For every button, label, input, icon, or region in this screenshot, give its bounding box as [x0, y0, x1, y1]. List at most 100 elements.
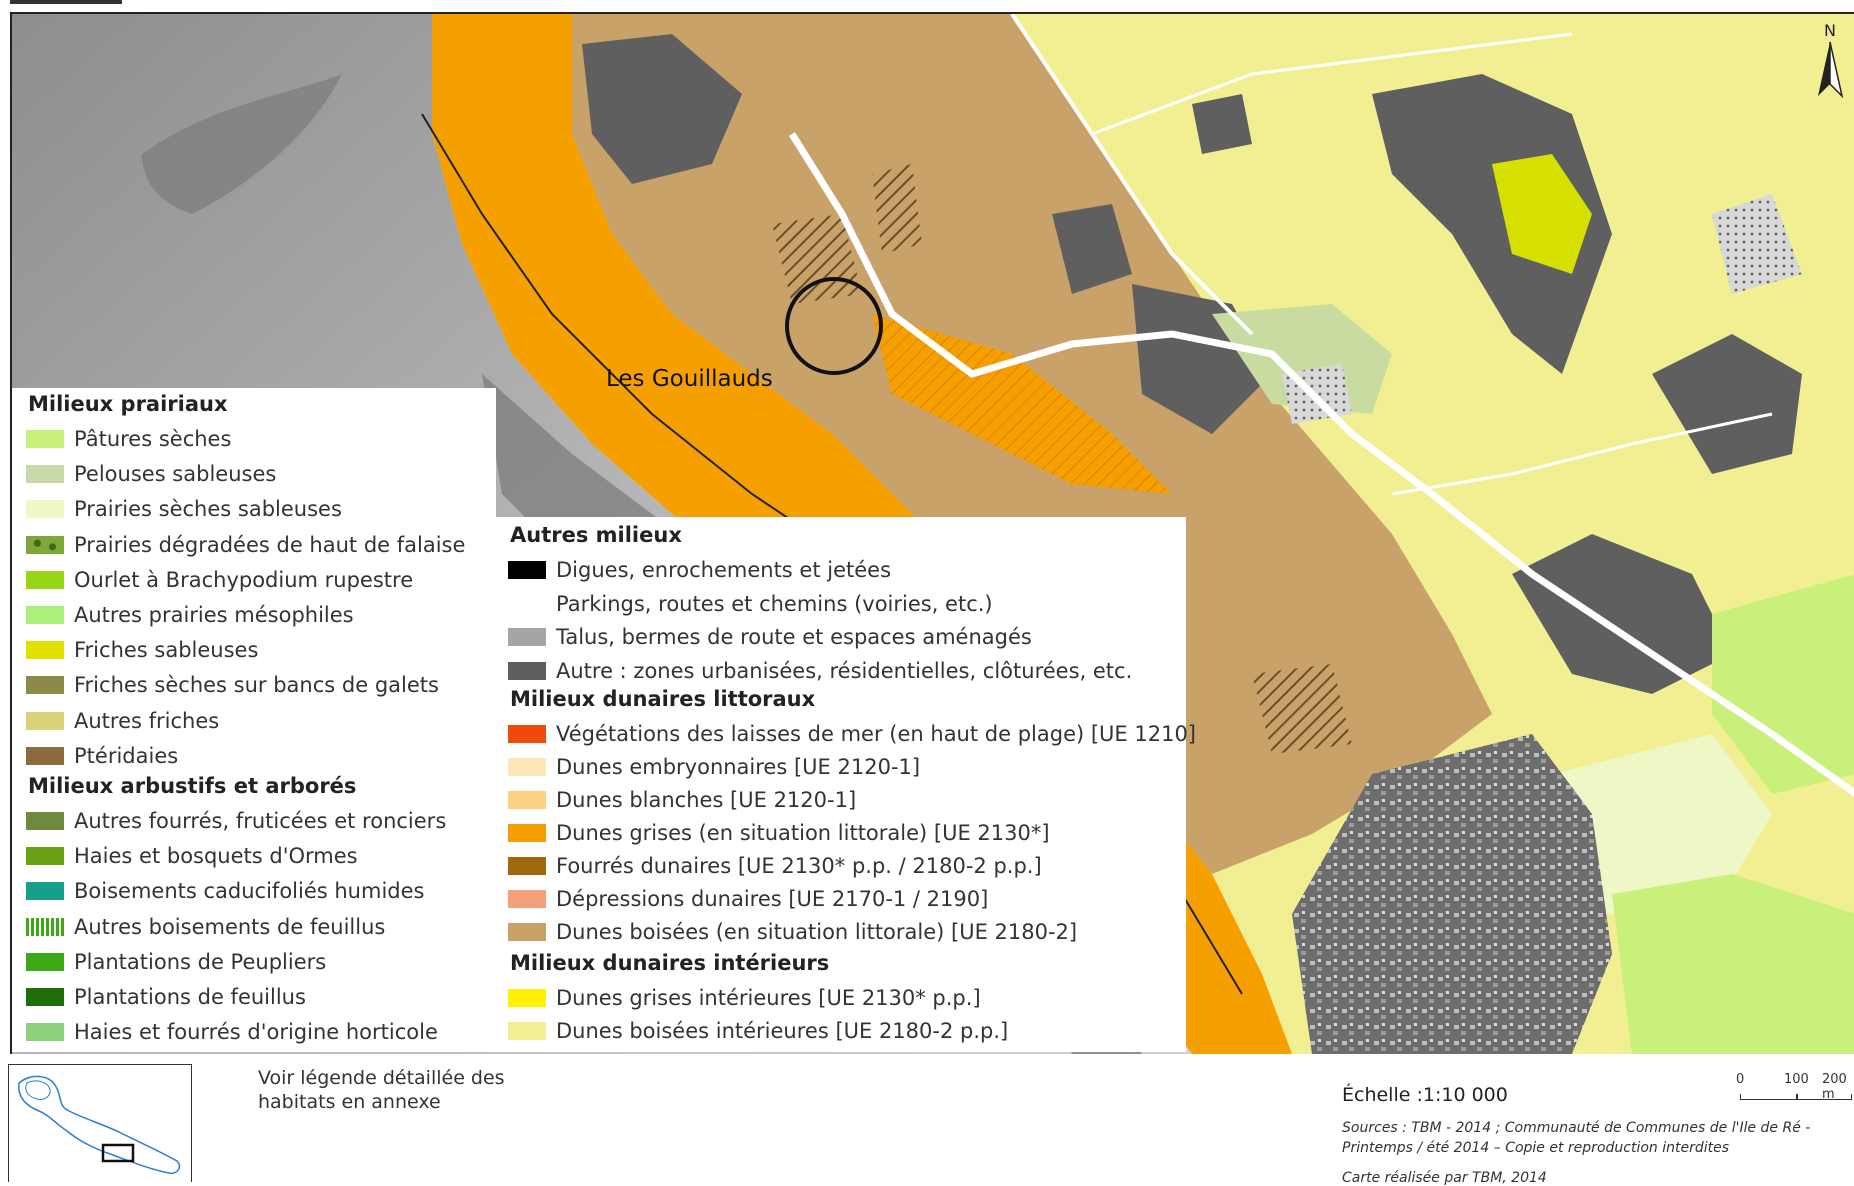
legend-swatch — [508, 791, 546, 809]
legend-item-label: Autres prairies mésophiles — [74, 603, 354, 627]
legend-swatch — [26, 847, 64, 866]
legend-swatch — [26, 917, 64, 936]
legend-item-label: Dunes embryonnaires [UE 2120-1] — [556, 755, 921, 779]
legend-item: Pelouses sableuses — [26, 459, 276, 489]
legend-item: Végétations des laisses de mer (en haut … — [508, 719, 1196, 749]
legend-item: Dunes boisées intérieures [UE 2180-2 p.p… — [508, 1016, 1008, 1046]
legend-swatch — [508, 890, 546, 908]
legend-item: Haies et fourrés d'origine horticole — [26, 1017, 438, 1047]
credit-text: Carte réalisée par TBM, 2014 — [1342, 1170, 1547, 1186]
road-2 — [1010, 14, 1254, 336]
legend-swatch — [508, 725, 546, 743]
dry-meadow-patch — [1552, 734, 1772, 914]
road-4 — [1391, 412, 1773, 496]
legend-heading-dunaires-interieurs: Milieux dunaires intérieurs — [510, 951, 830, 975]
legend-item: Digues, enrochements et jetées — [508, 555, 891, 585]
legend-item: Autres friches — [26, 706, 219, 736]
legend-swatch — [26, 746, 64, 765]
legend-swatch — [26, 641, 64, 660]
legend-swatch — [26, 500, 64, 519]
town-area — [1292, 734, 1612, 1054]
legend-item: Talus, bermes de route et espaces aménag… — [508, 622, 1032, 652]
inset-locator-map[interactable] — [8, 1064, 192, 1182]
legend-swatch — [508, 628, 546, 647]
island-inlet — [25, 1080, 51, 1100]
legend-swatch — [26, 535, 64, 554]
sand-bank — [142, 74, 342, 214]
legend-item-label: Dunes grises intérieures [UE 2130* p.p.] — [556, 986, 981, 1010]
legend-item-label: Autre : zones urbanisées, résidentielles… — [556, 658, 1133, 683]
legend-swatch — [508, 989, 546, 1007]
corner-mark — [10, 0, 122, 4]
sources-line-1: Sources : TBM - 2014 ; Communauté de Com… — [1342, 1120, 1811, 1136]
legend-heading-prairial: Milieux prairiaux — [28, 392, 228, 416]
legend-swatch — [508, 661, 546, 680]
legend-item-label: Haies et bosquets d'Ormes — [74, 844, 358, 869]
legend-heading-autres: Autres milieux — [510, 523, 682, 547]
legend-item: Parkings, routes et chemins (voiries, et… — [508, 589, 993, 619]
scale-tick-100: 100 — [1784, 1072, 1809, 1087]
legend-swatch — [26, 676, 64, 695]
legend-item-label: Ourlet à Brachypodium rupestre — [74, 567, 414, 592]
legend-heading-arbustif: Milieux arbustifs et arborés — [28, 774, 357, 798]
legend-right: Autres milieux Digues, enrochements et j… — [496, 517, 1196, 1052]
legend-item-label: Plantations de Peupliers — [74, 949, 327, 974]
legend-swatch — [508, 857, 546, 875]
legend-item-label: Dunes boisées (en situation littorale) [… — [556, 920, 1078, 944]
legend-swatch — [26, 952, 64, 971]
sources-line-2: Printemps / été 2014 – Copie et reproduc… — [1342, 1140, 1730, 1156]
legend-swatch — [26, 882, 64, 901]
legend-swatch — [26, 711, 64, 730]
legend-item-label: Autres boisements de feuillus — [74, 914, 386, 939]
legend-item: Ptéridaies — [26, 741, 178, 771]
legend-swatch — [26, 465, 64, 484]
legend-item: Autres boisements de feuillus — [26, 912, 385, 942]
pasture-patch — [1712, 574, 1854, 794]
sources-text: Sources : TBM - 2014 ; Communauté de Com… — [1342, 1118, 1810, 1158]
scale-tick-0: 0 — [1736, 1072, 1745, 1087]
hatched-patch-3 — [1252, 664, 1352, 754]
main-road — [789, 132, 1854, 797]
urban-patch-3 — [1512, 534, 1732, 694]
legend-item-label: Autres fourrés, fruticées et ronciers — [74, 809, 447, 833]
legend-swatch — [26, 606, 64, 624]
legend-item-label: Friches sableuses — [74, 638, 259, 663]
legend-item: Autre : zones urbanisées, résidentielles… — [508, 656, 1132, 686]
legend-item-label: Prairies sèches sableuses — [74, 497, 342, 522]
legend-item-label: Dépressions dunaires [UE 2170-1 / 2190] — [556, 887, 989, 911]
legend-item-label: Friches sèches sur bancs de galets — [74, 673, 439, 698]
legend-item-label: Autres friches — [74, 708, 220, 733]
legend-item-label: Parkings, routes et chemins (voiries, et… — [556, 591, 993, 616]
north-label: N — [1824, 21, 1836, 40]
legend-item: Pâtures sèches — [26, 424, 231, 454]
legend-item-label: Boisements caducifoliés humides — [74, 879, 425, 904]
legend-item-label: Végétations des laisses de mer (en haut … — [556, 722, 1196, 746]
legend-heading-dunaires-littoraux: Milieux dunaires littoraux — [510, 687, 816, 711]
road-3 — [1091, 32, 1573, 136]
scale-bar: 0 100 200 m — [1736, 1072, 1854, 1106]
location-circle[interactable] — [785, 277, 883, 375]
legend-item-label: Fourrés dunaires [UE 2130* p.p. / 2180-2… — [556, 854, 1042, 878]
legend-item: Plantations de feuillus — [26, 982, 306, 1012]
legend-swatch — [508, 923, 546, 941]
legend-item-label: Pelouses sableuses — [74, 462, 277, 487]
hatched-patch-2 — [772, 214, 862, 304]
legend-item: Dunes grises (en situation littorale) [U… — [508, 818, 1050, 848]
legend-item: Haies et bosquets d'Ormes — [26, 841, 358, 871]
legend-swatch — [508, 561, 546, 579]
legend-item-label: Pâtures sèches — [74, 427, 232, 451]
friche-patch — [1492, 154, 1592, 274]
legend-item-label: Haies et fourrés d'origine horticole — [74, 1020, 438, 1045]
legend-item-label: Prairies dégradées de haut de falaise — [74, 532, 466, 557]
legend-swatch — [26, 988, 64, 1006]
legend-item: Boisements caducifoliés humides — [26, 876, 424, 906]
urban-patch — [1372, 74, 1612, 374]
grassland-patch — [1212, 304, 1392, 414]
urban-block — [582, 34, 742, 184]
legend-item: Dunes embryonnaires [UE 2120-1] — [508, 752, 920, 782]
legend-swatch — [26, 570, 64, 589]
legend-item-label: Dunes grises (en situation littorale) [U… — [556, 821, 1050, 845]
legend-item: Dunes boisées (en situation littorale) [… — [508, 917, 1077, 947]
legend-note: Voir légende détaillée des habitats en a… — [258, 1067, 505, 1113]
